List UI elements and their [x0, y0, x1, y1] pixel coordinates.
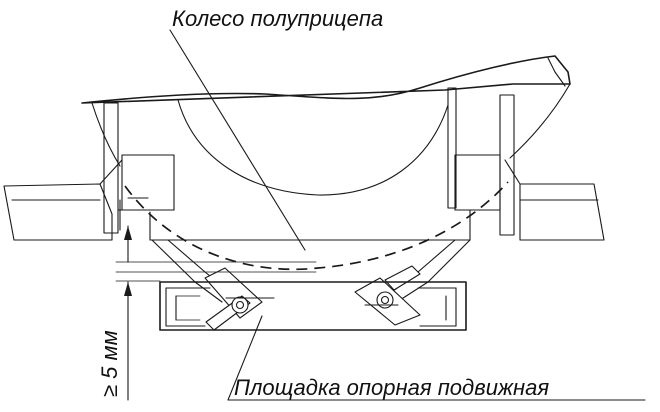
right-side-bracket — [447, 87, 605, 241]
wheel-leader-line — [169, 29, 306, 251]
platform-leader-line — [227, 315, 646, 401]
movable-support-platform — [159, 281, 467, 331]
platform-label: Площадка опорная подвижная — [234, 375, 549, 400]
clearance-dimension — [115, 225, 317, 401]
right-lift-mechanism — [354, 239, 471, 326]
semitrailer-wheel — [119, 99, 509, 271]
wheel-label: Колесо полуприцепа — [172, 6, 383, 31]
left-side-bracket — [3, 102, 175, 241]
clearance-label: ≥ 5 мм — [97, 330, 122, 397]
trailer-frame — [81, 55, 571, 167]
